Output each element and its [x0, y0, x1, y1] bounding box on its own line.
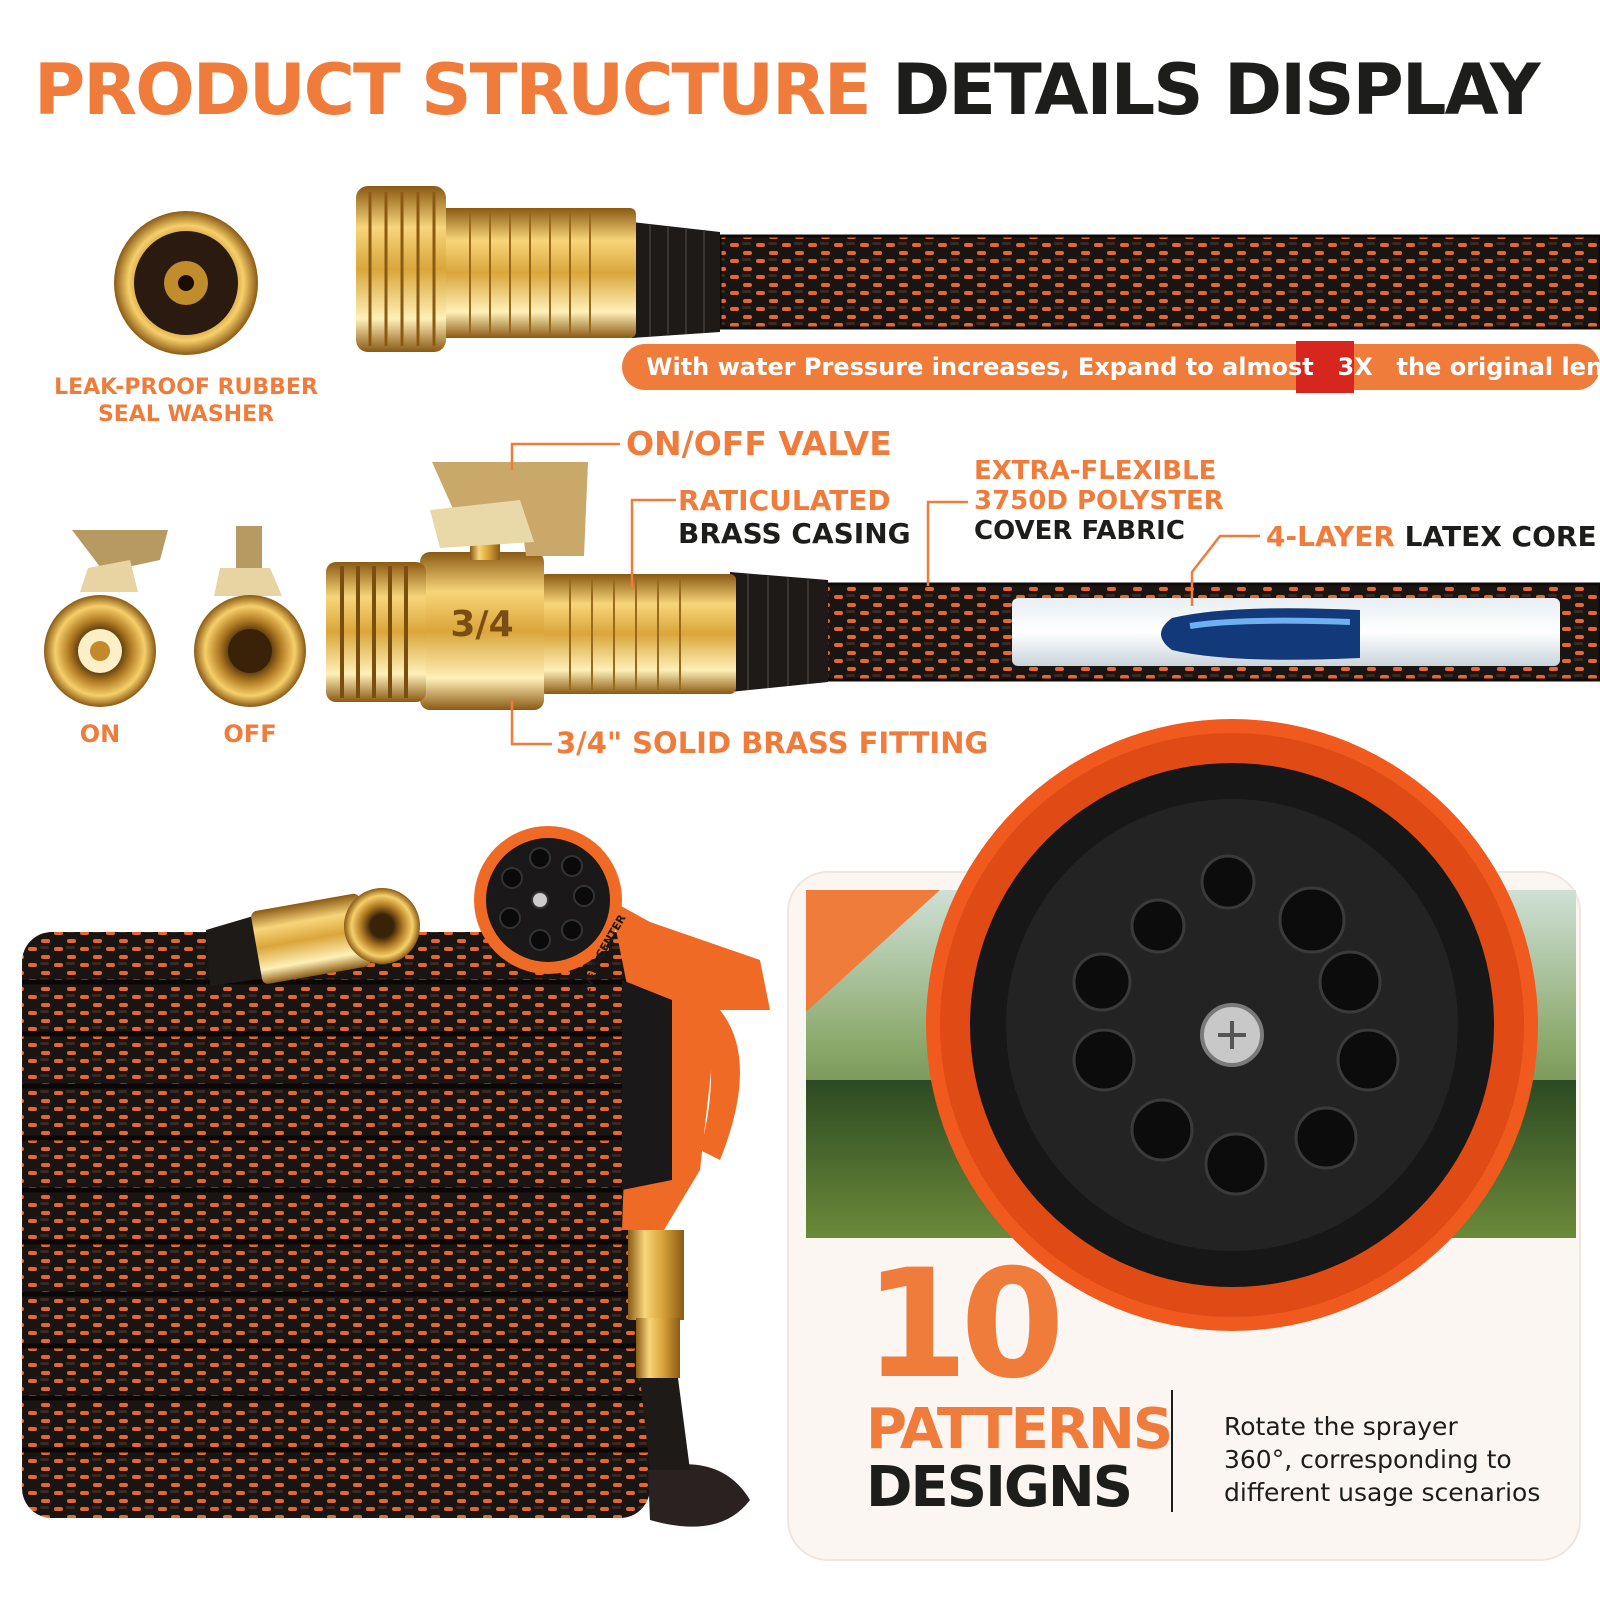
fitting-mark: 3/4	[450, 604, 514, 645]
patterns-line-2: DESIGNS	[866, 1455, 1133, 1520]
banner-highlight-bg	[1296, 341, 1354, 393]
title-part-1: PRODUCT STRUCTURE	[34, 49, 872, 131]
banner-highlight: 3X	[1337, 353, 1373, 381]
valve-on-label: ON	[79, 720, 121, 748]
rubber-washer-image	[114, 211, 258, 355]
banner-text-after: the original length	[1396, 353, 1600, 381]
core-label: 4-LAYER LATEX CORE	[1266, 520, 1597, 553]
coiled-hose-image	[22, 888, 750, 1527]
valve-off-label: OFF	[223, 720, 277, 748]
patterns-number: 10	[864, 1238, 1065, 1412]
expand-banner-bg	[622, 344, 1600, 390]
expand-banner: With water Pressure increases, Expand to…	[646, 346, 1600, 388]
fitting-label: 3/4" SOLID BRASS FITTING	[556, 726, 989, 760]
valve-label: ON/OFF VALVE	[626, 424, 892, 463]
title-part-2: DETAILS DISPLAY	[892, 49, 1540, 131]
rotate-description: Rotate the sprayer 360°, corresponding t…	[1224, 1412, 1541, 1507]
top-hose-image	[356, 186, 1600, 352]
fabric-label: EXTRA-FLEXIBLE 3750D POLYSTER COVER FABR…	[974, 456, 1224, 546]
valve-on-image	[44, 530, 168, 707]
washer-label: LEAK-PROOF RUBBER SEAL WASHER	[54, 375, 318, 427]
middle-hose-image	[326, 462, 1600, 710]
casing-label: RATICULATED BRASS CASING	[678, 484, 911, 550]
callout-lines	[510, 442, 1260, 746]
banner-text-before: With water Pressure increases, Expand to…	[646, 353, 1314, 381]
page-title: PRODUCT STRUCTURE DETAILS DISPLAY	[34, 40, 1574, 140]
nozzle-card	[787, 719, 1581, 1561]
patterns-line-1: PATTERNS	[866, 1397, 1173, 1462]
valve-off-image	[194, 526, 306, 707]
